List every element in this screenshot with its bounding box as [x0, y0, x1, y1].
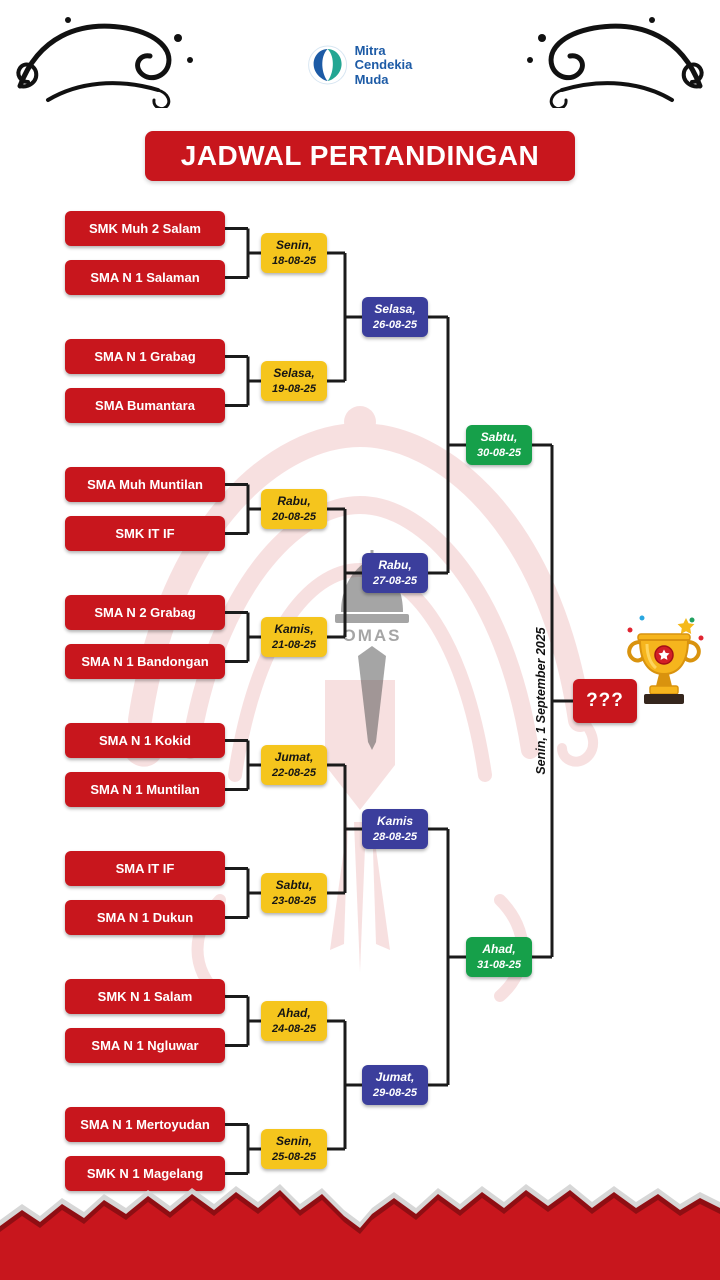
- team-box: SMA N 1 Grabag: [65, 339, 225, 374]
- team-box: SMA N 2 Grabag: [65, 595, 225, 630]
- logo-mark-icon: [308, 45, 348, 85]
- torn-paper-edge: [0, 1184, 720, 1280]
- corner-flourish-left-icon: [16, 17, 193, 108]
- match-day: Senin,: [275, 1134, 312, 1149]
- round1-date-box: Sabtu, 23-08-25: [261, 873, 327, 913]
- corner-flourish-right-icon: [527, 17, 704, 108]
- match-day: Rabu,: [378, 558, 412, 573]
- match-day: Jumat,: [274, 750, 314, 765]
- match-date: 22-08-25: [271, 766, 317, 779]
- round1-date-box: Senin, 25-08-25: [261, 1129, 327, 1169]
- round1-date-box: Ahad, 24-08-25: [261, 1001, 327, 1041]
- match-day: Selasa,: [273, 366, 315, 381]
- logo: Mitra Cendekia Muda: [308, 43, 413, 87]
- match-date: 24-08-25: [271, 1022, 317, 1035]
- team-box: SMA N 1 Salaman: [65, 260, 225, 295]
- match-day: Jumat,: [375, 1070, 415, 1085]
- match-date: 23-08-25: [271, 894, 317, 907]
- round2-date-box: Kamis 28-08-25: [362, 809, 428, 849]
- match-date: 28-08-25: [372, 830, 418, 843]
- match-date: 19-08-25: [271, 382, 317, 395]
- round1-date-box: Rabu, 20-08-25: [261, 489, 327, 529]
- logo-text-line: Muda: [354, 71, 389, 87]
- team-box: SMA N 1 Kokid: [65, 723, 225, 758]
- round2-date-box: Jumat, 29-08-25: [362, 1065, 428, 1105]
- team-box: SMA IT IF: [65, 851, 225, 886]
- round1-date-box: Jumat, 22-08-25: [261, 745, 327, 785]
- trophy-icon: [627, 615, 704, 704]
- team-box: SMA N 1 Dukun: [65, 900, 225, 935]
- team-box: SMK N 1 Salam: [65, 979, 225, 1014]
- match-day: Ahad,: [482, 942, 516, 957]
- match-date: 18-08-25: [271, 254, 317, 267]
- team-box: SMA Bumantara: [65, 388, 225, 423]
- team-box: SMK Muh 2 Salam: [65, 211, 225, 246]
- round1-date-box: Kamis, 21-08-25: [261, 617, 327, 657]
- match-date: 29-08-25: [372, 1086, 418, 1099]
- match-day: Senin,: [275, 238, 312, 253]
- match-date: 30-08-25: [476, 446, 522, 459]
- watermark-text: OMAS: [342, 626, 402, 645]
- team-box: SMA Muh Muntilan: [65, 467, 225, 502]
- match-day: Kamis,: [274, 622, 314, 637]
- round2-date-box: Selasa, 26-08-25: [362, 297, 428, 337]
- logo-text: Mitra Cendekia Muda: [354, 43, 413, 87]
- match-day: Kamis: [376, 814, 414, 829]
- logo-text-line: Cendekia: [354, 57, 413, 73]
- match-day: Ahad,: [277, 1006, 311, 1021]
- match-date: 20-08-25: [271, 510, 317, 523]
- match-day: Rabu,: [277, 494, 311, 509]
- team-box: SMA N 1 Bandongan: [65, 644, 225, 679]
- page-title: JADWAL PERTANDINGAN: [180, 140, 540, 171]
- match-date: 27-08-25: [372, 574, 418, 587]
- round1-date-box: Senin, 18-08-25: [261, 233, 327, 273]
- team-box: SMK IT IF: [65, 516, 225, 551]
- final-date-label: Senin, 1 September 2025: [534, 627, 548, 775]
- match-day: Sabtu,: [275, 878, 313, 893]
- match-date: 31-08-25: [476, 958, 522, 971]
- team-box: SMA N 1 Muntilan: [65, 772, 225, 807]
- logo-text-line: Mitra: [354, 43, 386, 58]
- title-banner: JADWAL PERTANDINGAN: [145, 131, 575, 181]
- team-box: SMK N 1 Magelang: [65, 1156, 225, 1191]
- match-date: 25-08-25: [271, 1150, 317, 1163]
- blade-icon: [358, 646, 386, 751]
- round1-date-box: Selasa, 19-08-25: [261, 361, 327, 401]
- round3-date-box: Sabtu, 30-08-25: [466, 425, 532, 465]
- champion-box: ???: [573, 679, 637, 723]
- match-date: 21-08-25: [271, 638, 317, 651]
- team-box: SMA N 1 Ngluwar: [65, 1028, 225, 1063]
- match-date: 26-08-25: [372, 318, 418, 331]
- match-day: Selasa,: [374, 302, 416, 317]
- match-day: Sabtu,: [480, 430, 518, 445]
- round2-date-box: Rabu, 27-08-25: [362, 553, 428, 593]
- team-box: SMA N 1 Mertoyudan: [65, 1107, 225, 1142]
- round3-date-box: Ahad, 31-08-25: [466, 937, 532, 977]
